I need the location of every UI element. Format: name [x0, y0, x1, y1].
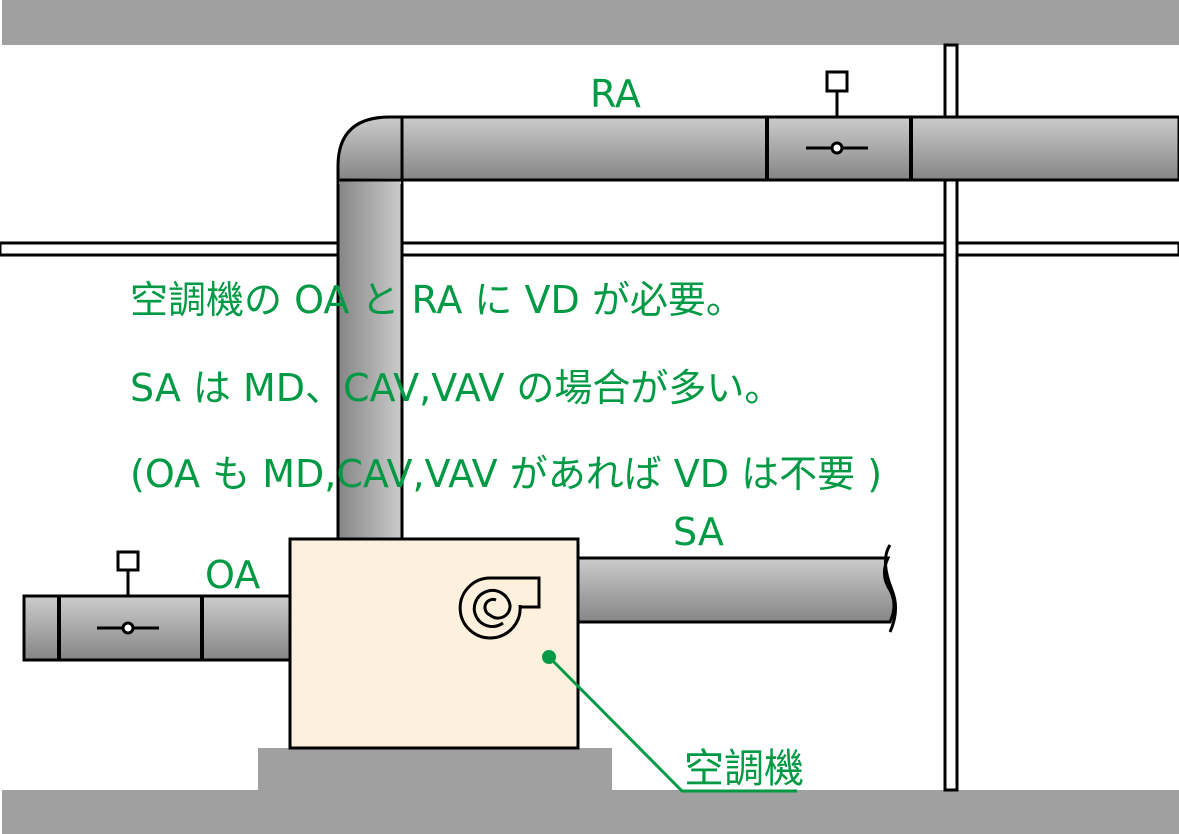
- ra-volume-damper-icon: [806, 70, 868, 155]
- floor-slab: [2, 790, 1179, 834]
- oa-label: OA: [205, 553, 260, 597]
- ahu-leader-line: [542, 650, 797, 793]
- column: [943, 43, 959, 792]
- beam: [0, 241, 1179, 257]
- ahu-label: 空調機: [684, 746, 804, 792]
- fan-icon: [458, 576, 541, 640]
- note-line-1: 空調機の OA と RA に VD が必要。: [130, 278, 744, 322]
- sa-duct: [576, 544, 897, 633]
- note-line-3: (OA も MD,CAV,VAV があれば VD は不要 ): [130, 452, 882, 496]
- ceiling-slab: [2, 0, 1179, 45]
- equipment-base: [258, 748, 612, 790]
- ra-duct: [336, 115, 1179, 542]
- note-line-2: SA は MD、CAV,VAV の場合が多い。: [130, 366, 782, 410]
- air-handling-unit: [288, 537, 580, 750]
- ra-label: RA: [590, 72, 641, 116]
- sa-label: SA: [673, 510, 724, 554]
- oa-volume-damper-icon: [97, 550, 159, 635]
